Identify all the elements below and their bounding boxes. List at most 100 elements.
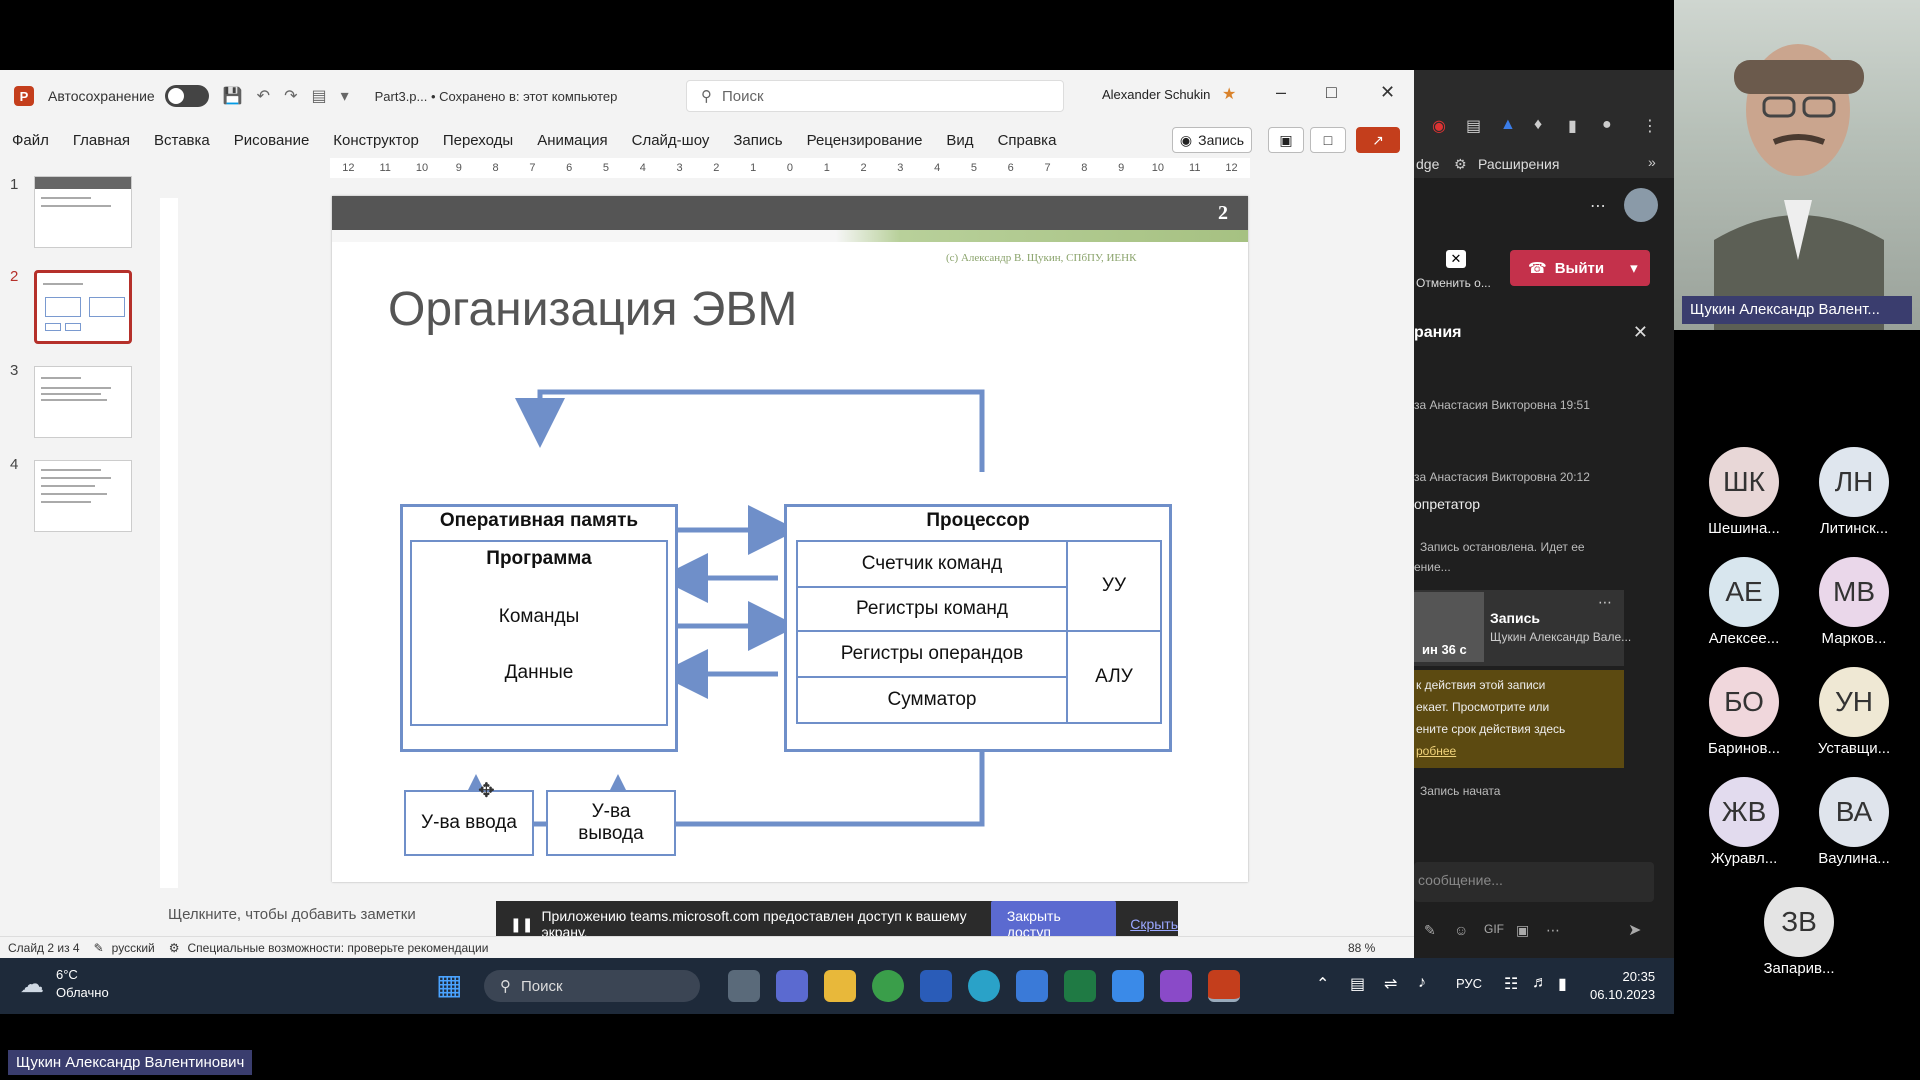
tray-chevron-icon[interactable]: ⌃ xyxy=(1316,976,1330,993)
close-icon[interactable]: ✕ xyxy=(1380,82,1396,102)
participant-avatar[interactable]: УН xyxy=(1819,667,1889,737)
battery-icon[interactable]: ▮ xyxy=(1558,976,1567,993)
file-title[interactable]: Part3.p... • Сохранено в: этот компьютер xyxy=(374,88,618,104)
zoom-level[interactable]: 88 % xyxy=(1348,940,1376,955)
ribbon-tab-6[interactable]: Анимация xyxy=(537,131,608,149)
ribbon-tab-2[interactable]: Вставка xyxy=(153,131,210,149)
system-clock[interactable]: 20:35 06.10.2023 xyxy=(1590,968,1655,1004)
slide-thumbnail-1[interactable] xyxy=(34,176,132,248)
spellcheck-icon[interactable]: ✎ xyxy=(93,940,104,955)
more-actions-icon[interactable]: ⋯ xyxy=(1546,922,1560,938)
word-icon[interactable] xyxy=(920,970,952,1002)
warning-line-3[interactable]: ените срок действия здесь xyxy=(1416,722,1566,736)
ribbon-tab-7[interactable]: Слайд-шоу xyxy=(631,131,710,149)
mail-icon[interactable] xyxy=(1016,970,1048,1002)
camera-button[interactable]: ▣ xyxy=(1268,127,1304,153)
minimize-icon[interactable]: – xyxy=(1276,82,1287,102)
chat-close-icon[interactable]: ✕ xyxy=(1632,322,1648,342)
participant-avatar[interactable]: МВ xyxy=(1819,557,1889,627)
powerpoint-app-icon[interactable] xyxy=(1208,970,1240,1002)
participant-avatar[interactable]: БО xyxy=(1709,667,1779,737)
message-input[interactable]: сообщение... xyxy=(1414,862,1654,902)
slide-thumbnail-4[interactable] xyxy=(34,460,132,532)
participant-avatar[interactable]: ЛН xyxy=(1819,447,1889,517)
notes-placeholder[interactable]: Щелкните, чтобы добавить заметки xyxy=(168,906,416,923)
microphone-icon[interactable]: ♪ xyxy=(1418,974,1426,991)
autosave-toggle[interactable] xyxy=(164,85,209,107)
start-icon[interactable]: ▦ xyxy=(436,969,463,1000)
extensions-label[interactable]: Расширения xyxy=(1478,156,1560,172)
tray-app-icon[interactable]: ▤ xyxy=(1350,976,1366,993)
present-icon[interactable]: ▤ xyxy=(311,88,327,105)
comments-button[interactable]: □ xyxy=(1310,127,1346,153)
ribbon-tab-8[interactable]: Запись xyxy=(733,131,783,149)
slide-thumbnail-3[interactable] xyxy=(34,366,132,438)
task-view-icon[interactable] xyxy=(728,970,760,1002)
ribbon-tab-1[interactable]: Главная xyxy=(72,131,130,149)
maximize-icon[interactable]: □ xyxy=(1326,82,1337,102)
excel-icon[interactable] xyxy=(1064,970,1096,1002)
recording-thumbnail[interactable] xyxy=(1414,592,1484,662)
ribbon-tab-11[interactable]: Справка xyxy=(997,131,1057,149)
emoji-icon[interactable]: ☺ xyxy=(1454,922,1469,938)
edge-icon[interactable] xyxy=(968,970,1000,1002)
search-input[interactable]: ⚲ Поиск xyxy=(686,80,1064,112)
more-icon[interactable]: ⋮ xyxy=(1642,118,1658,135)
customize-icon[interactable]: ▾ xyxy=(340,88,349,105)
weather-widget[interactable]: 6°C Облачно xyxy=(56,966,109,1002)
weather-cloud-icon[interactable]: ☁ xyxy=(20,971,44,998)
puzzle-icon[interactable]: ♦ xyxy=(1534,116,1543,133)
participant-avatar[interactable]: ВА xyxy=(1819,777,1889,847)
slide-title[interactable]: Организация ЭВМ xyxy=(388,283,798,336)
extension-icon[interactable]: ▤ xyxy=(1466,118,1482,135)
ribbon-tab-3[interactable]: Рисование xyxy=(233,131,310,149)
adblock-icon[interactable]: ◉ xyxy=(1432,118,1446,135)
participant-avatar[interactable]: ЗВ xyxy=(1764,887,1834,957)
record-button[interactable]: ◉ Запись xyxy=(1172,127,1252,153)
ribbon-tab-0[interactable]: Файл xyxy=(12,131,49,149)
notepad-icon[interactable] xyxy=(1112,970,1144,1002)
sidebar-icon[interactable]: ▮ xyxy=(1568,118,1577,135)
redo-icon[interactable]: ↷ xyxy=(284,88,298,105)
participant-avatar[interactable]: АЕ xyxy=(1709,557,1779,627)
file-explorer-icon[interactable] xyxy=(824,970,856,1002)
sticker-icon[interactable]: ▣ xyxy=(1516,922,1530,938)
participant-avatar[interactable]: ЖВ xyxy=(1709,777,1779,847)
accessibility-status[interactable]: Специальные возможности: проверьте реком… xyxy=(187,940,489,955)
cancel-label[interactable]: Отменить о... xyxy=(1416,276,1491,290)
ribbon-tab-5[interactable]: Переходы xyxy=(442,131,514,149)
user-avatar[interactable] xyxy=(1624,188,1658,222)
language-status[interactable]: русский xyxy=(111,940,155,955)
slide-canvas[interactable]: 2 (с) Александр В. Щукин, СПбПУ, ИЕНК Ор… xyxy=(332,196,1248,882)
ribbon-tab-4[interactable]: Конструктор xyxy=(333,131,419,149)
recording-more-icon[interactable]: ⋯ xyxy=(1598,594,1612,610)
input-language[interactable]: РУС xyxy=(1456,976,1483,991)
chrome-icon[interactable] xyxy=(872,970,904,1002)
translate-icon[interactable]: ▲ xyxy=(1500,116,1516,133)
user-name[interactable]: Alexander Schukin xyxy=(1102,87,1211,102)
tray-network-icon[interactable]: ⇌ xyxy=(1384,976,1398,993)
more-options-icon[interactable]: ⋯ xyxy=(1590,198,1606,215)
ribbon-tab-9[interactable]: Рецензирование xyxy=(806,131,923,149)
visual-studio-icon[interactable] xyxy=(1160,970,1192,1002)
participant-avatar[interactable]: ШК xyxy=(1709,447,1779,517)
share-button[interactable]: ↗ xyxy=(1356,127,1400,153)
chevron-right-icon[interactable]: » xyxy=(1648,154,1656,170)
hide-link[interactable]: Скрыть xyxy=(1130,916,1178,932)
accessibility-icon[interactable]: ⚙ xyxy=(168,940,180,955)
teams-app-icon[interactable] xyxy=(776,970,808,1002)
slide-thumbnail-2[interactable] xyxy=(34,270,132,344)
chevron-down-icon[interactable]: ▾ xyxy=(1630,260,1638,277)
save-icon[interactable]: 💾 xyxy=(222,88,243,105)
format-icon[interactable]: ✎ xyxy=(1424,922,1436,938)
undo-icon[interactable]: ↶ xyxy=(256,88,271,105)
volume-icon[interactable]: ♬ xyxy=(1532,974,1548,991)
gif-icon[interactable]: GIF xyxy=(1484,922,1504,936)
ribbon-tab-10[interactable]: Вид xyxy=(946,131,974,149)
wifi-icon[interactable]: ☷ xyxy=(1504,976,1519,993)
profile-icon[interactable]: ● xyxy=(1602,116,1612,133)
cancel-icon[interactable]: ✕ xyxy=(1446,250,1466,268)
leave-button[interactable]: ☎ Выйти ▾ xyxy=(1510,250,1650,286)
taskbar-search[interactable]: ⚲ Поиск xyxy=(484,970,700,1002)
warning-line-4[interactable]: робнее xyxy=(1416,744,1457,758)
